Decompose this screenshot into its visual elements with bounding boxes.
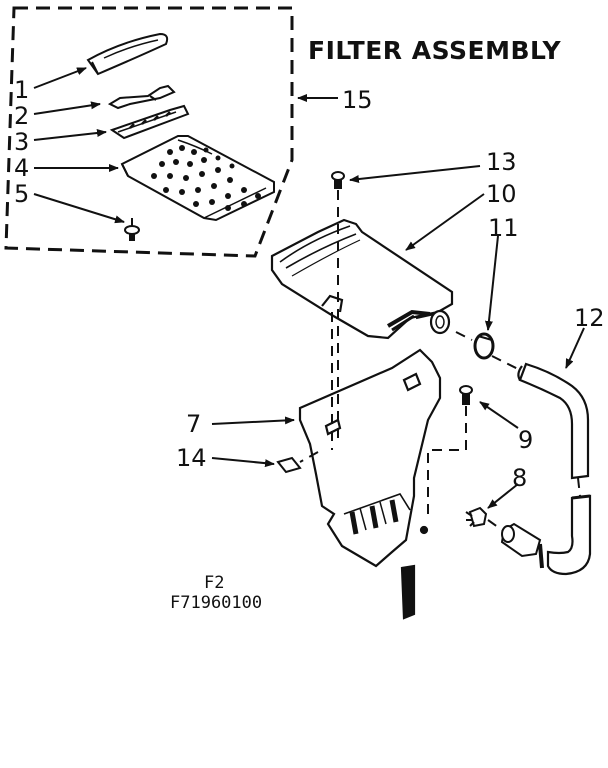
callout-10: 10 (486, 180, 517, 208)
callout-2: 2 (14, 102, 30, 130)
part-14-nut (276, 456, 302, 474)
part-12-hose (517, 362, 592, 576)
callout-12: 12 (574, 304, 605, 332)
part-10-filter-housing (270, 218, 454, 340)
callout-4: 4 (14, 154, 30, 182)
callout-13: 13 (486, 148, 517, 176)
part-1-filter-handle (86, 32, 169, 76)
callout-11: 11 (488, 214, 519, 242)
callout-1: 1 (14, 76, 30, 104)
part-11-clamp (473, 332, 495, 360)
diagram-title: FILTER ASSEMBLY (308, 36, 562, 65)
callout-9: 9 (518, 426, 534, 454)
part-3-bracket (109, 104, 190, 140)
callout-15: 15 (342, 86, 373, 114)
part-9-screw (459, 385, 473, 405)
figure-id: F2 (204, 573, 225, 593)
part-number: F71960100 (170, 593, 263, 613)
callout-8: 8 (512, 464, 528, 492)
part-4-filter-screen (120, 135, 275, 222)
assembly-guide-lines (299, 190, 581, 531)
part-8-clip (465, 506, 542, 558)
part-2-clip (107, 84, 176, 110)
part-13-screw (331, 171, 345, 189)
callout-14: 14 (176, 444, 207, 472)
callout-5: 5 (14, 180, 30, 208)
part-7-bracket (298, 348, 442, 620)
filter-kit-dashed-box (4, 6, 294, 258)
leader-arrows (33, 67, 585, 509)
part-5-screw (124, 218, 140, 241)
callout-7: 7 (186, 410, 202, 438)
callout-3: 3 (14, 128, 30, 156)
